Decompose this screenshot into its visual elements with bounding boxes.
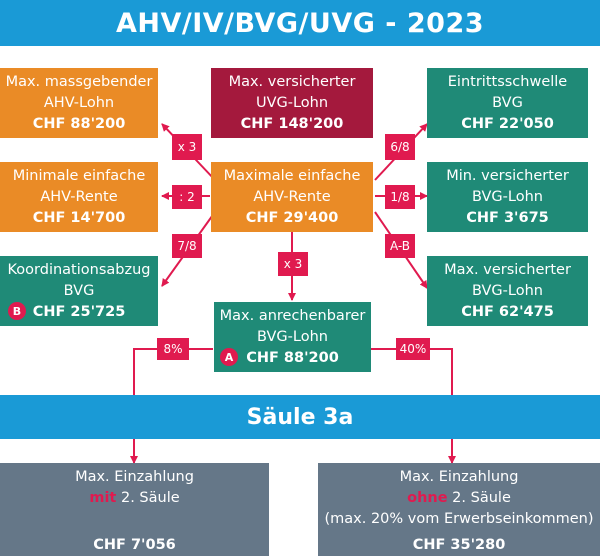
title-banner: AHV/IV/BVG/UVG - 2023 <box>0 0 600 46</box>
factor-6-8: 6/8 <box>385 134 415 160</box>
box-label: BVG-Lohn <box>472 188 543 205</box>
box-label-rest: 2. Säule <box>447 490 511 506</box>
box-label: Max. versicherter <box>228 73 356 90</box>
box-min-versicherter-bvg-lohn: Min. versicherter BVG-Lohn CHF 3'675 <box>427 162 588 232</box>
box-label: AHV-Lohn <box>43 94 115 111</box>
box-koordinationsabzug: Koordinationsabzug BVG CHF 25'725 B <box>0 256 158 326</box>
box-label: Max. Einzahlung <box>75 469 194 485</box>
box-einzahlung-ohne: Max. Einzahlung ohne 2. Säule (max. 20% … <box>318 463 600 556</box>
box-label: BVG <box>63 282 95 299</box>
box-label: BVG-Lohn <box>472 282 543 299</box>
box-label: Min. versicherter <box>446 167 569 184</box>
box-maximale-ahv-rente: Maximale einfache AHV-Rente CHF 29'400 <box>211 162 373 232</box>
box-minimale-ahv-rente: Minimale einfache AHV-Rente CHF 14'700 <box>0 162 158 232</box>
factor-7-8: 7/8 <box>172 234 202 258</box>
percent-8: 8% <box>157 338 189 360</box>
factor-x3: x 3 <box>172 134 202 160</box>
box-label: UVG-Lohn <box>255 94 329 111</box>
box-label: BVG <box>492 94 523 111</box>
box-amount: CHF 14'700 <box>32 209 126 226</box>
factor-a-minus-b: A-B <box>385 234 415 258</box>
box-max-versicherter-uvg-lohn: Max. versicherter UVG-Lohn CHF 148'200 <box>211 68 373 138</box>
box-eintrittsschwelle-bvg: Eintrittsschwelle BVG CHF 22'050 <box>427 68 588 138</box>
box-label: AHV-Rente <box>40 188 118 205</box>
factor-div2: : 2 <box>172 185 202 209</box>
box-max-massgebender-ahv-lohn: Max. massgebender AHV-Lohn CHF 88'200 <box>0 68 158 138</box>
emphasis-ohne: ohne <box>407 490 448 506</box>
box-note: (max. 20% vom Erwerbseinkommen) <box>324 511 594 527</box>
box-label: mit 2. Säule <box>89 488 179 509</box>
box-label-rest: 2. Säule <box>116 490 180 506</box>
badge-a: A <box>220 348 238 366</box>
box-amount: CHF 88'200 <box>32 115 126 132</box>
emphasis-mit: mit <box>89 490 117 506</box>
box-amount: CHF 25'725 <box>32 303 126 320</box>
percent-40: 40% <box>396 338 430 360</box>
box-amount: CHF 3'675 <box>466 209 549 226</box>
box-label: Max. versicherter <box>444 261 571 278</box>
factor-1-8: 1/8 <box>385 185 415 209</box>
saeule-title: Säule 3a <box>246 404 354 430</box>
box-amount: CHF 35'280 <box>412 537 506 553</box>
saeule-banner: Säule 3a <box>0 395 600 439</box>
box-label: ohne 2. Säule <box>407 488 511 509</box>
box-label: AHV-Rente <box>253 188 331 205</box>
page-title: AHV/IV/BVG/UVG - 2023 <box>115 7 485 39</box>
box-label: Koordinationsabzug <box>7 261 151 278</box>
box-amount: CHF 7'056 <box>93 537 176 553</box>
factor-x3-down: x 3 <box>278 252 308 276</box>
box-amount: CHF 88'200 <box>246 349 339 366</box>
box-label: BVG-Lohn <box>257 328 328 345</box>
box-label: Maximale einfache <box>223 167 361 184</box>
box-label: Minimale einfache <box>12 167 146 184</box>
box-amount: CHF 62'475 <box>461 303 554 320</box>
box-einzahlung-mit: Max. Einzahlung mit 2. Säule CHF 7'056 <box>0 463 269 556</box>
box-amount: CHF 148'200 <box>240 115 344 132</box>
box-max-anrechenbarer-bvg-lohn: Max. anrechenbarer BVG-Lohn CHF 88'200 A <box>214 302 371 372</box>
box-amount: CHF 22'050 <box>461 115 554 132</box>
box-label: Max. Einzahlung <box>399 469 519 485</box>
box-label: Max. anrechenbarer <box>219 307 366 324</box>
box-amount: CHF 29'400 <box>245 209 339 226</box>
box-label: Eintrittsschwelle <box>447 73 568 90</box>
box-max-versicherter-bvg-lohn: Max. versicherter BVG-Lohn CHF 62'475 <box>427 256 588 326</box>
box-label: Max. massgebender <box>5 73 153 90</box>
badge-b: B <box>8 302 26 320</box>
